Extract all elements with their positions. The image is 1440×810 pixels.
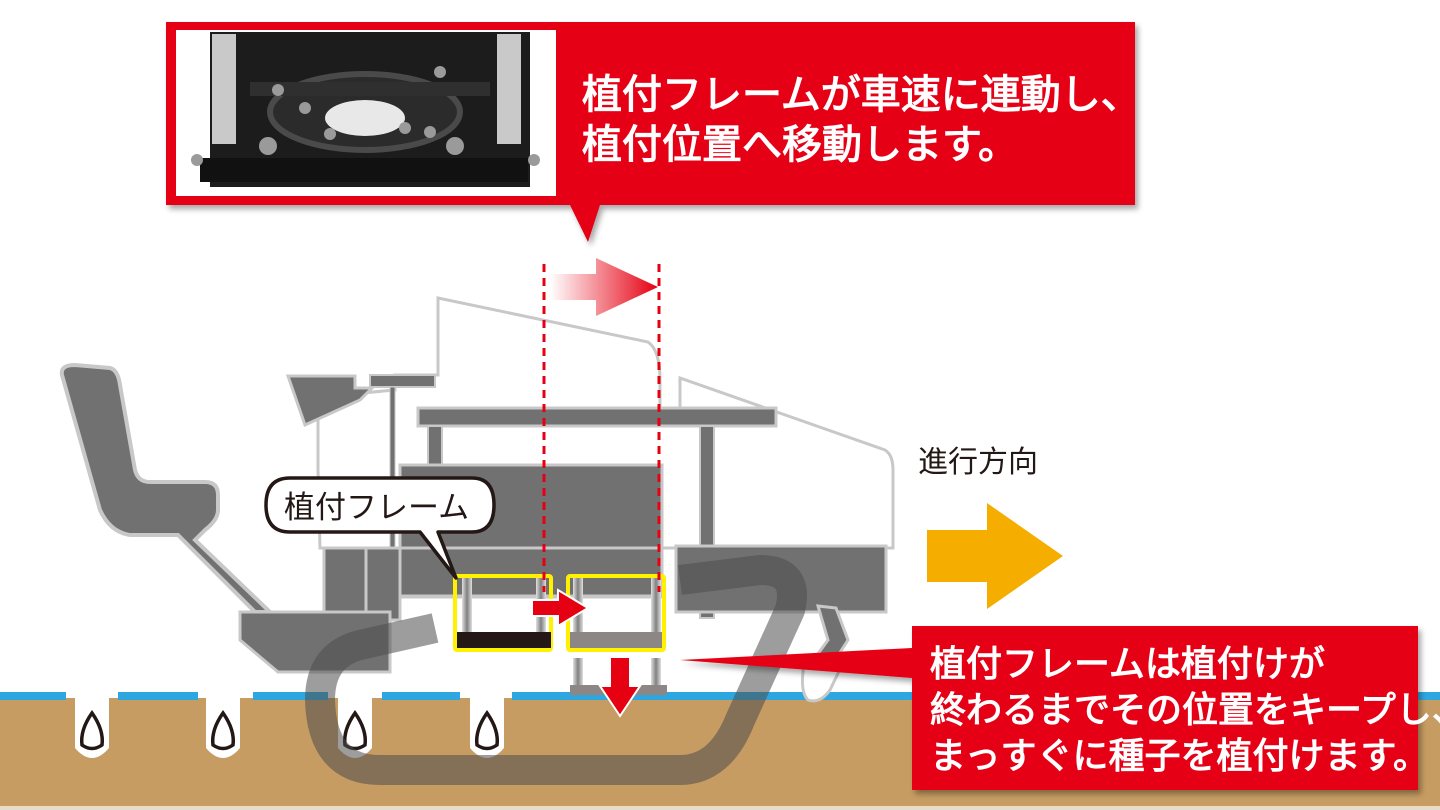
seed-icon [342,709,368,751]
seed-icon [474,709,500,751]
top-callout-line-1: 植付フレームが車速に連動し、 [582,72,1141,118]
frame-label: 植付フレーム [284,490,469,526]
beam-post-left [427,425,443,469]
movement-arrow [550,258,658,316]
left-leg [322,546,368,622]
seed-hose [305,555,807,785]
seed-icon [210,709,236,751]
planting-frames [453,574,667,718]
seat [59,362,275,614]
bottom-callout-line-3: まっすぐに種子を植付けます。 [930,736,1429,777]
bottom-callout [680,626,1418,790]
seed-icon [79,709,105,751]
plant-down-arrow [598,656,642,718]
hopper-bar [369,374,436,388]
direction-label: 進行方向 [918,445,1038,480]
bottom-callout-line-1: 植付フレームは植付けが [930,644,1325,685]
top-callout-line-2: 植付位置へ移動します。 [582,122,1018,168]
bottom-callout-line-2: 終わるまでその位置をキープし、 [930,690,1440,731]
movement-guides [542,258,661,592]
left-leg-2 [364,546,402,622]
frame-label-bubble [264,476,496,580]
soil-bottom-edge [0,806,1440,810]
furrows [75,692,504,758]
frame-shift-arrow [531,588,590,628]
callout-photo [176,30,556,196]
direction-arrow-icon [927,503,1063,609]
water-surface [0,692,1440,700]
top-beam [416,406,778,428]
